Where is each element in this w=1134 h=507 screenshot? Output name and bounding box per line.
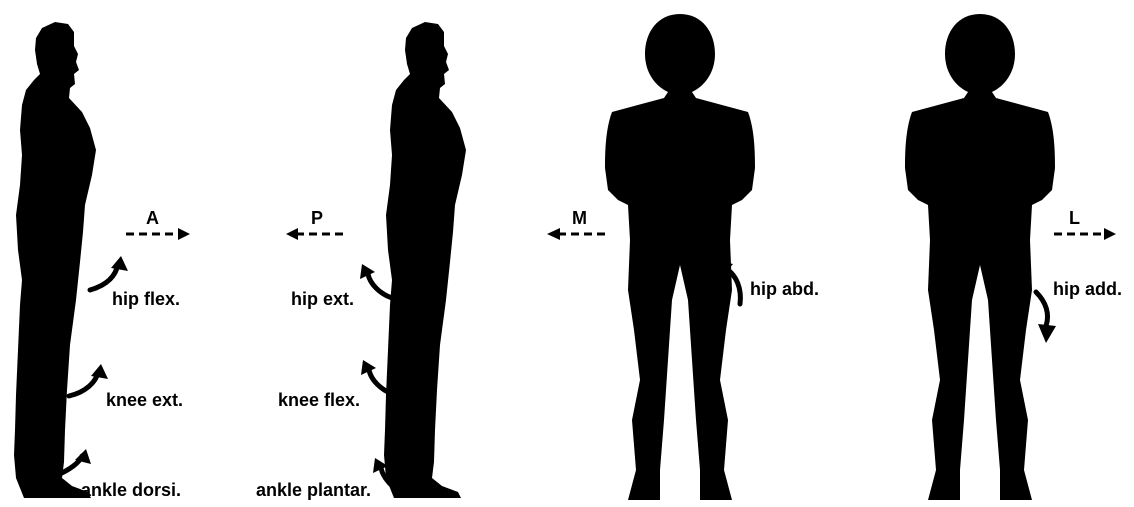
front-figure-medial	[605, 14, 755, 500]
label-hip-flexion: hip flex.	[112, 289, 180, 309]
side-figure-anterior	[14, 22, 96, 498]
side-figure-posterior	[384, 22, 466, 498]
direction-label-posterior: P	[311, 208, 323, 228]
label-ankle-dorsiflexion: ankle dorsi.	[81, 480, 181, 500]
direction-posterior: P	[286, 208, 344, 240]
direction-lateral: L	[1054, 208, 1116, 240]
label-hip-adduction: hip add.	[1053, 279, 1122, 299]
hip-flexion-arrow-icon	[90, 256, 128, 290]
arrowhead-right-icon	[178, 228, 190, 240]
hip-adduction-arrow-icon	[1036, 292, 1056, 343]
label-hip-extension: hip ext.	[291, 289, 354, 309]
label-hip-abduction: hip abd.	[750, 279, 819, 299]
direction-medial: M	[547, 208, 606, 240]
knee-extension-arrow-icon	[69, 364, 108, 396]
direction-label-anterior: A	[146, 208, 159, 228]
label-ankle-plantarflexion: ankle plantar.	[256, 480, 371, 500]
direction-label-medial: M	[572, 208, 587, 228]
direction-anterior: A	[126, 208, 190, 240]
label-knee-extension: knee ext.	[106, 390, 183, 410]
front-figure-lateral	[905, 14, 1055, 500]
arrowhead-right-icon	[1104, 228, 1116, 240]
arrowhead-left-icon	[547, 228, 560, 240]
label-knee-flexion: knee flex.	[278, 390, 360, 410]
hip-extension-arrow-icon	[360, 264, 392, 298]
arrowhead-left-icon	[286, 228, 298, 240]
direction-label-lateral: L	[1069, 208, 1080, 228]
